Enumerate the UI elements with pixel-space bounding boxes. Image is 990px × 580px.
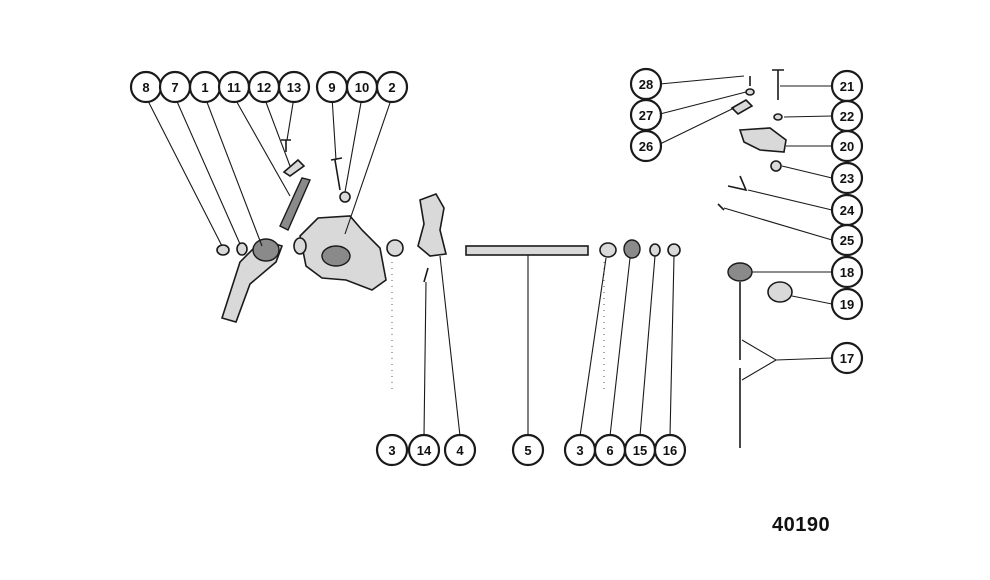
callout-25: 25 xyxy=(830,223,864,257)
svg-text:3: 3 xyxy=(576,443,583,458)
callout-22: 22 xyxy=(830,99,864,133)
svg-text:17: 17 xyxy=(840,351,854,366)
clip-part xyxy=(282,158,306,177)
svg-text:10: 10 xyxy=(355,80,369,95)
svg-text:8: 8 xyxy=(142,80,149,95)
spring-washer-part xyxy=(649,243,661,257)
svg-text:9: 9 xyxy=(328,80,335,95)
svg-text:19: 19 xyxy=(840,297,854,312)
svg-text:3: 3 xyxy=(388,443,395,458)
grommet-part xyxy=(767,281,793,303)
bushing-part xyxy=(599,242,617,258)
pin-part xyxy=(423,267,429,283)
svg-text:18: 18 xyxy=(840,265,854,280)
shaft-part xyxy=(465,245,589,256)
cam-lever-part xyxy=(738,127,787,153)
callout-13: 13 xyxy=(277,70,311,104)
svg-text:28: 28 xyxy=(639,77,653,92)
actuating-lever-part xyxy=(417,193,447,257)
screw-part xyxy=(281,139,291,152)
screw-part xyxy=(772,69,784,100)
svg-text:1: 1 xyxy=(201,80,208,95)
callout-3-left: 3 xyxy=(375,433,409,467)
callout-12: 12 xyxy=(247,70,281,104)
washer-part xyxy=(623,239,641,259)
svg-text:4: 4 xyxy=(456,443,464,458)
callout-10: 10 xyxy=(345,70,379,104)
callout-5: 5 xyxy=(511,433,545,467)
leader-lines xyxy=(145,75,833,437)
nut-part xyxy=(339,191,351,203)
callout-20: 20 xyxy=(830,129,864,163)
callout-27: 27 xyxy=(629,98,663,132)
callout-23: 23 xyxy=(830,161,864,195)
o-ring-part xyxy=(773,113,783,121)
screw-part xyxy=(717,203,725,211)
svg-text:27: 27 xyxy=(639,108,653,123)
callouts: 8 7 1 11 12 13 9 10 2 3 14 4 5 3 6 xyxy=(129,67,864,467)
svg-text:11: 11 xyxy=(227,80,241,95)
svg-text:2: 2 xyxy=(388,80,395,95)
callout-4: 4 xyxy=(443,433,477,467)
callout-28: 28 xyxy=(629,67,663,101)
callout-18: 18 xyxy=(830,255,864,289)
bushing-part xyxy=(386,239,404,257)
callout-24: 24 xyxy=(830,193,864,227)
svg-text:7: 7 xyxy=(171,80,178,95)
svg-text:5: 5 xyxy=(524,443,531,458)
parts-illustration xyxy=(216,69,793,448)
spring-clip-part xyxy=(727,175,748,192)
washer-part xyxy=(216,244,230,256)
svg-text:14: 14 xyxy=(417,443,432,458)
callout-14: 14 xyxy=(407,433,441,467)
callout-16: 16 xyxy=(653,433,687,467)
cable-end-part xyxy=(727,262,753,282)
callout-17: 17 xyxy=(830,341,864,375)
svg-text:22: 22 xyxy=(840,109,854,124)
nut-part xyxy=(667,243,681,257)
washer-part xyxy=(236,242,248,256)
svg-text:6: 6 xyxy=(606,443,613,458)
svg-text:15: 15 xyxy=(633,443,647,458)
svg-text:23: 23 xyxy=(840,171,854,186)
svg-text:26: 26 xyxy=(639,139,653,154)
bolt-part xyxy=(330,157,343,191)
callout-3-right: 3 xyxy=(563,433,597,467)
retainer-part xyxy=(730,99,754,115)
svg-text:13: 13 xyxy=(287,80,301,95)
callout-1: 1 xyxy=(188,70,222,104)
svg-text:21: 21 xyxy=(840,79,854,94)
callout-21: 21 xyxy=(830,69,864,103)
callout-26: 26 xyxy=(629,129,663,163)
washer-part xyxy=(745,88,755,96)
nut-part xyxy=(770,160,782,172)
callout-11: 11 xyxy=(217,70,251,104)
svg-text:16: 16 xyxy=(663,443,677,458)
callout-9: 9 xyxy=(315,70,349,104)
callout-7: 7 xyxy=(158,70,192,104)
callout-6: 6 xyxy=(593,433,627,467)
svg-text:12: 12 xyxy=(257,80,271,95)
callout-15: 15 xyxy=(623,433,657,467)
svg-text:20: 20 xyxy=(840,139,854,154)
bracket-strip-part xyxy=(279,177,311,231)
svg-text:24: 24 xyxy=(840,203,855,218)
figure-number: 40190 xyxy=(772,514,831,536)
callout-2: 2 xyxy=(375,70,409,104)
svg-text:25: 25 xyxy=(840,233,854,248)
callout-8: 8 xyxy=(129,70,163,104)
callout-19: 19 xyxy=(830,287,864,321)
